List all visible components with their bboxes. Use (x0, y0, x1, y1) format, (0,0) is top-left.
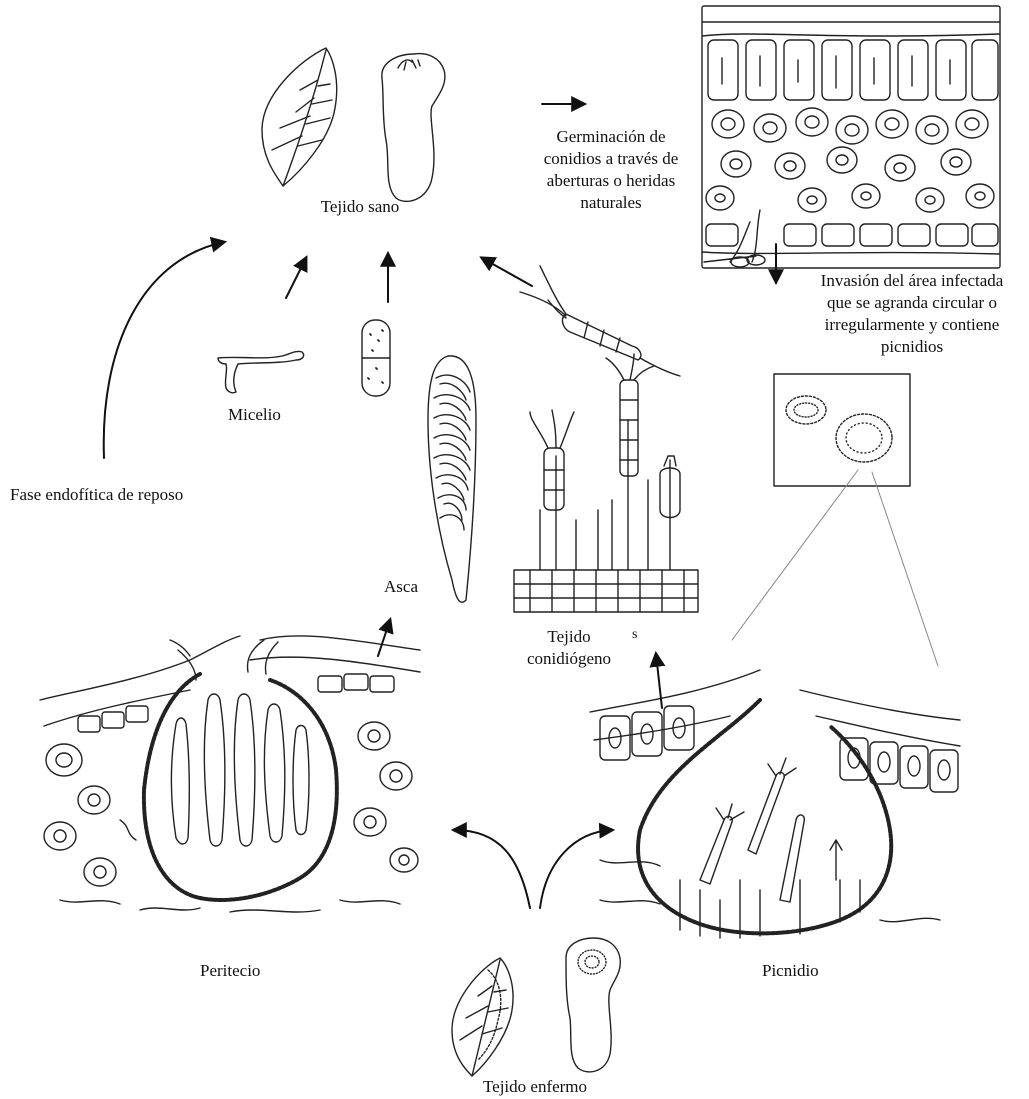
perithecium (40, 636, 420, 912)
arrow-diseased-to-pycnidium (540, 830, 612, 908)
arrow-perithecium-to-asca (378, 620, 390, 656)
label-micelio: Micelio (228, 404, 281, 426)
arrow-mycelium-to-healthy (286, 258, 306, 298)
leaf-icon (262, 48, 337, 186)
fruit-icon (382, 54, 445, 202)
conidium-icon (520, 266, 680, 376)
pycnidium (590, 670, 960, 938)
ascospore-icon (362, 320, 390, 396)
label-fase-endofitica: Fase endofítica de reposo (10, 484, 183, 506)
label-tejido-conidiogeno: Tejido conidiógeno (514, 626, 624, 670)
diseased-fruit-icon (566, 938, 620, 1072)
arrow-diseased-to-perithecium (454, 830, 530, 908)
label-tejido-sano: Tejido sano (300, 196, 420, 218)
leaf-cross-section (702, 6, 1000, 268)
label-invasion: Invasión del área infectada que se agran… (796, 270, 1028, 358)
label-peritecio: Peritecio (200, 960, 260, 982)
label-asca: Asca (384, 576, 418, 598)
lesion-panel (732, 374, 938, 666)
arrow-endophytic-to-healthy (104, 242, 224, 458)
ascus-icon (428, 356, 476, 602)
label-s-mark: s (632, 624, 637, 646)
label-picnidio: Picnidio (762, 960, 819, 982)
arrow-conidium-to-healthy (482, 258, 532, 286)
cycle-arrows (104, 104, 776, 908)
label-tejido-enfermo: Tejido enfermo (460, 1076, 610, 1098)
label-germinacion: Germinación de conidios a través de aber… (518, 126, 704, 214)
diseased-leaf-icon (452, 958, 513, 1076)
mycelium-icon (218, 351, 304, 392)
conidiogenous-tissue (514, 354, 698, 612)
